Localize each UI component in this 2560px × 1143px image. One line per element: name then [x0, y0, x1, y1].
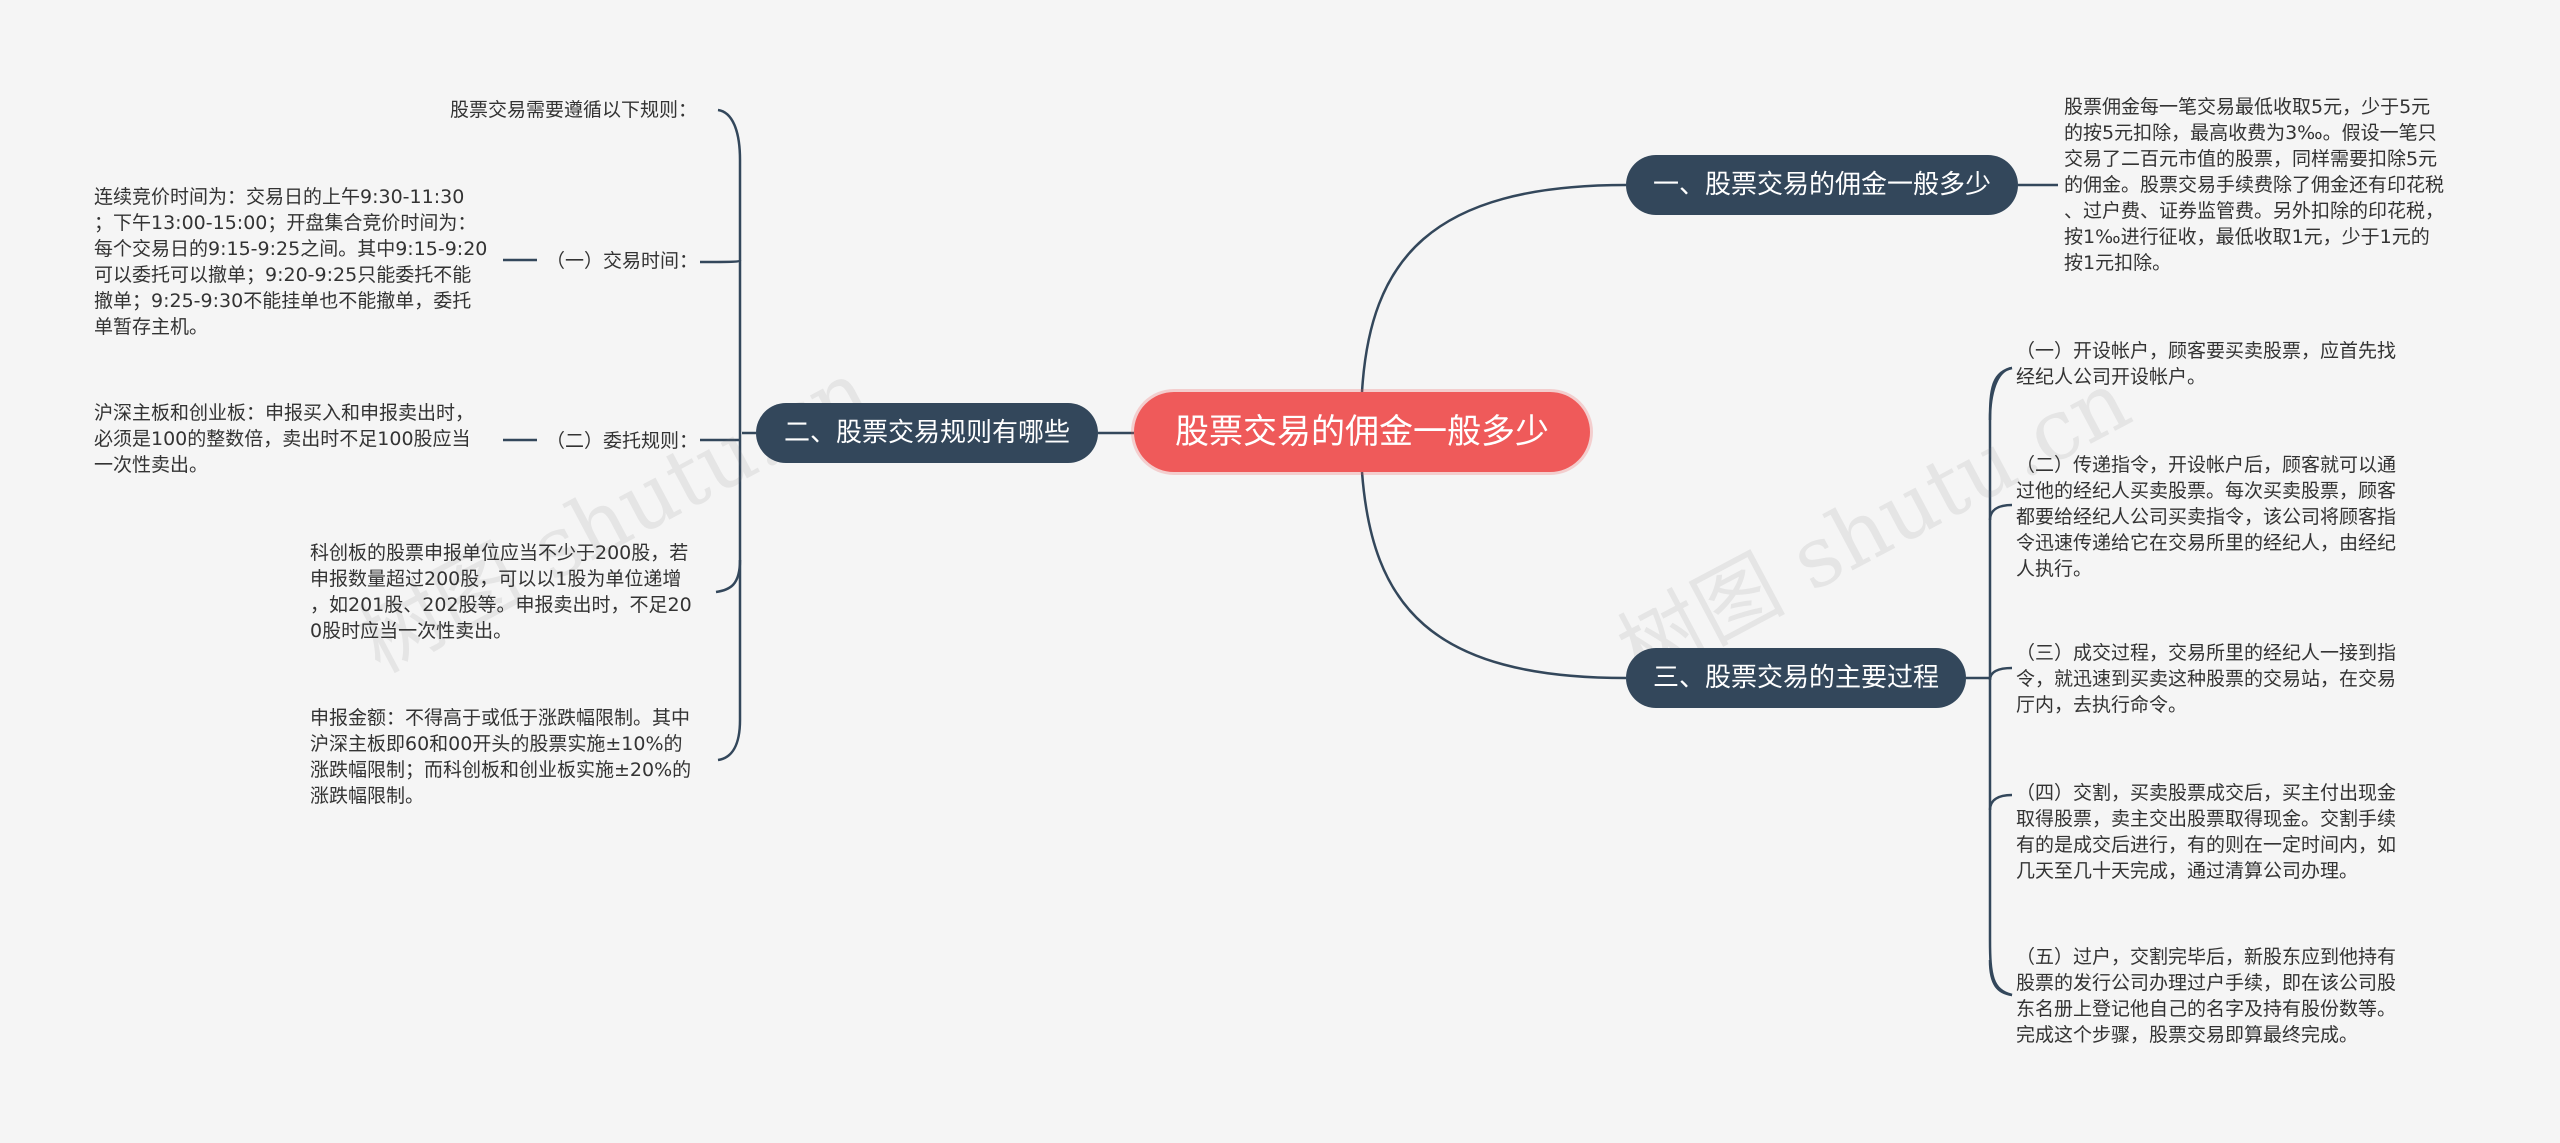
- entrust-rules-text: 沪深主板和创业板：申报买入和申报卖出时， 必须是100的整数倍，卖出时不足100…: [94, 402, 475, 476]
- b2-time-link: [699, 259, 742, 264]
- link-central-b1: [1360, 183, 1627, 393]
- b3-bracket: [1988, 366, 2013, 997]
- b3-step4-link: [1988, 793, 2013, 811]
- b2-star-link: [715, 559, 742, 594]
- b3-step5-link: [1988, 959, 2013, 997]
- branch-trading-process[interactable]: 三、股票交易的主要过程: [1626, 648, 1966, 708]
- central-topic[interactable]: 股票交易的佣金一般多少: [1134, 392, 1590, 472]
- link-central-b3: [1360, 471, 1627, 680]
- trading-time-label: （一）交易时间：: [546, 250, 699, 272]
- entrust-rules-label: （二）委托规则：: [546, 430, 699, 452]
- commission-text: 股票佣金每一笔交易最低收取5元，少于5元 的按5元扣除，最高收费为3‰。假设一笔…: [2064, 96, 2445, 274]
- process-step-4: （四）交割，买卖股票成交后，买主付出现金 取得股票，卖主交出股票取得现金。交割手…: [2016, 782, 2397, 882]
- branch-commission[interactable]: 一、股票交易的佣金一般多少: [1626, 155, 2018, 215]
- b3-step1-link: [1988, 366, 2013, 421]
- process-step-1: （一）开设帐户，顾客要买卖股票，应首先找 经纪人公司开设帐户。: [2016, 340, 2397, 388]
- rules-intro: 股票交易需要遵循以下规则：: [450, 99, 698, 121]
- branch-trading-rules[interactable]: 二、股票交易规则有哪些: [756, 403, 1098, 463]
- process-step-3: （三）成交过程，交易所里的经纪人一接到指 令，就迅速到买卖这种股票的交易站，在交…: [2016, 642, 2397, 716]
- star-market-text: 科创板的股票申报单位应当不少于200股，若 申报数量超过200股，可以以1股为单…: [310, 542, 692, 642]
- trading-time-text: 连续竞价时间为：交易日的上午9:30-11:30 ；下午13:00-15:00；…: [94, 186, 488, 338]
- b2-bracket: [717, 108, 742, 762]
- b3-step2-link: [1988, 503, 2013, 521]
- process-step-2: （二）传递指令，开设帐户后，顾客就可以通 过他的经纪人买卖股票。每次买卖股票，顾…: [2016, 454, 2397, 580]
- price-limit-text: 申报金额：不得高于或低于涨跌幅限制。其中 沪深主板即60和00开头的股票实施±1…: [310, 707, 692, 807]
- b3-step3-link: [1988, 666, 2013, 681]
- process-step-5: （五）过户，交割完毕后，新股东应到他持有 股票的发行公司办理过户手续，即在该公司…: [2016, 946, 2397, 1046]
